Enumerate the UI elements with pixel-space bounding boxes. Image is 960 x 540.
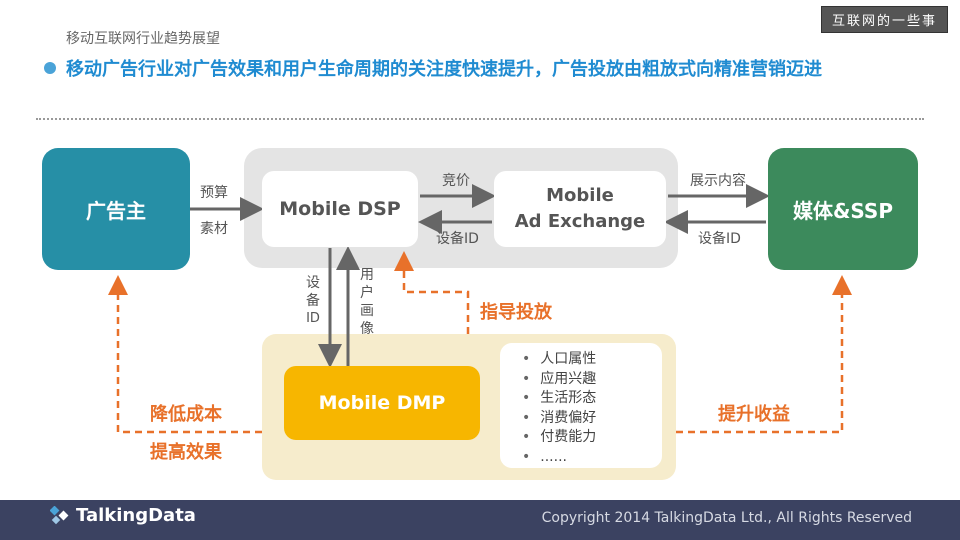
dmp-attributes-list: 人口属性 应用兴趣 生活形态 消费偏好 付费能力 ...... [522, 350, 596, 467]
dmp-label: Mobile DMP [318, 392, 446, 414]
edge-label-device-id-left: 设备ID [436, 231, 479, 247]
improve-effect-label: 提高效果 [150, 442, 222, 463]
advertiser-box: 广告主 [42, 148, 190, 270]
talkingdata-logo: TalkingData [50, 505, 196, 526]
media-ssp-label: 媒体&SSP [792, 198, 893, 223]
logo-text: TalkingData [76, 505, 196, 526]
arrow-to-advertiser [108, 275, 262, 434]
edge-label-budget: 预算 [200, 185, 228, 201]
section-label: 移动互联网行业趋势展望 [66, 31, 220, 47]
edge-label-show-content: 展示内容 [690, 173, 746, 189]
watermark: 互联网的一些事 [820, 6, 948, 33]
arrow-to-media [676, 275, 852, 434]
edge-label-bid: 竞价 [442, 173, 470, 189]
adx-label-line1: Mobile [546, 185, 614, 206]
logo-mark-icon [50, 505, 69, 524]
dsp-label: Mobile DSP [279, 198, 401, 220]
bullet-dot-icon [44, 62, 56, 74]
reduce-cost-label: 降低成本 [150, 404, 222, 425]
headline: 移动广告行业对广告效果和用户生命周期的关注度快速提升，广告投放由粗放式向精准营销… [66, 59, 822, 80]
list-item: 付费能力 [522, 428, 596, 448]
increase-revenue-label: 提升收益 [718, 404, 790, 425]
guide-delivery-label: 指导投放 [480, 302, 552, 323]
footer-bar [0, 500, 960, 540]
adx-box: Mobile Ad Exchange [494, 171, 666, 247]
advertiser-label: 广告主 [86, 198, 146, 223]
edge-label-user-profile-vertical: 用 户 画 像 [360, 267, 374, 337]
edge-label-material: 素材 [200, 221, 228, 237]
dmp-box: Mobile DMP [284, 366, 480, 440]
adx-label-line2: Ad Exchange [514, 211, 646, 232]
dsp-box: Mobile DSP [262, 171, 418, 247]
edge-label-device-id-vertical: 设 备 ID [306, 275, 320, 326]
dotted-divider [36, 118, 924, 120]
arrow-guide-delivery [394, 251, 470, 334]
media-ssp-box: 媒体&SSP [768, 148, 918, 270]
edge-label-device-id-right: 设备ID [698, 231, 741, 247]
copyright-text: Copyright 2014 TalkingData Ltd., All Rig… [541, 510, 912, 526]
list-item: 应用兴趣 [522, 370, 596, 390]
list-item: 生活形态 [522, 389, 596, 409]
list-item: 消费偏好 [522, 409, 596, 429]
list-item: 人口属性 [522, 350, 596, 370]
list-item: ...... [522, 448, 596, 468]
